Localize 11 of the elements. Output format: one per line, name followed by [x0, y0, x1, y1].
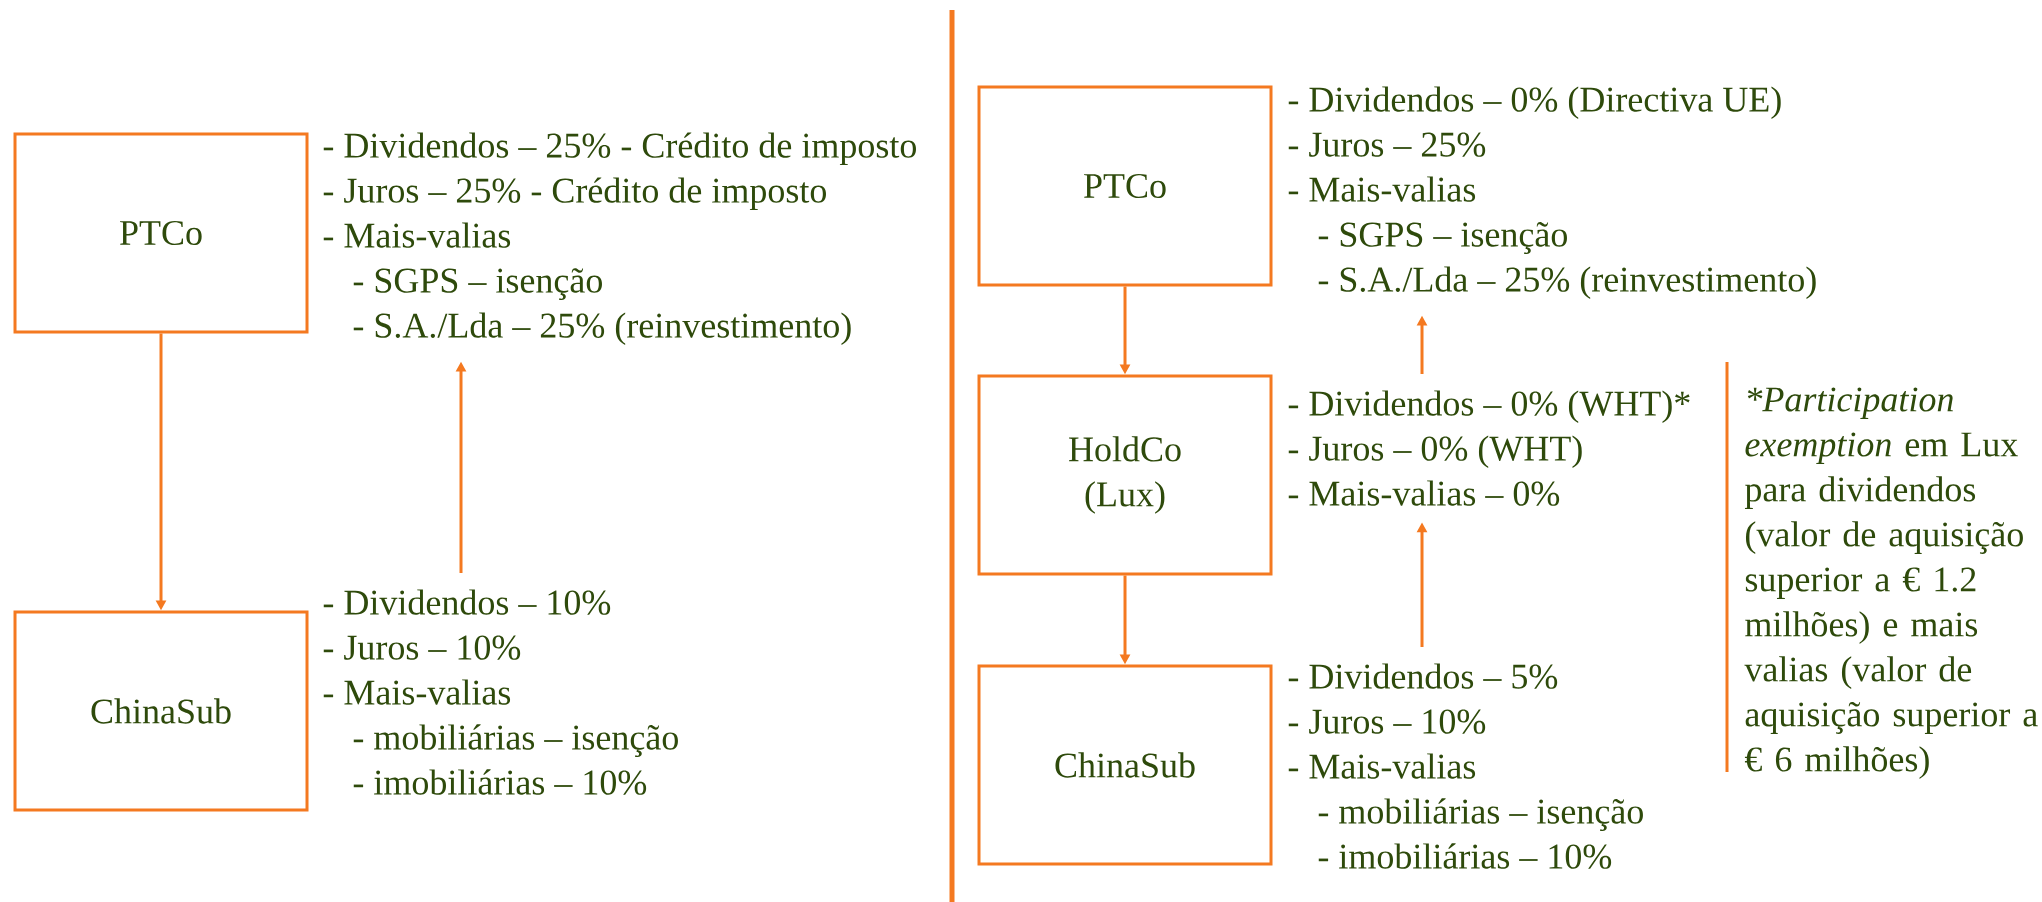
tax-list: - Dividendos – 0% (WHT)* - Juros – 0% (WHT) - Mais-valias – 0%	[1288, 390, 1690, 506]
tax-list: - Dividendos – 25% - Crédito de imposto - Juros – 25% - Crédito de imposto - Mais-valias - SGPS – isenção - S.A./Lda – 25% (reinvestimento)	[323, 132, 916, 346]
company-box: PTCo	[13, 132, 309, 334]
tax-list: - Dividendos – 5% - Juros – 10% - Mais-valias - mobiliárias – isenção - imobiliárias – 10%	[1288, 663, 1643, 869]
tax-list: - Dividendos – 10% - Juros – 10% - Mais-valias - mobiliárias – isenção - imobiliárias – 10%	[323, 589, 678, 795]
company-box: ChinaSub	[977, 664, 1273, 866]
tax-list: - Dividendos – 0% (Directiva UE) - Juros – 25% - Mais-valias - SGPS – isenção - S.A./Lda – 25% (reinvestimento)	[1288, 86, 1816, 300]
footnote: *Participation exemption em Lux para dividendos (valor de aquisição superior a € 1.2 milhões) e mais valias (valor de aquisição superior a € 6 milhões)	[1744, 387, 2038, 779]
company-box: ChinaSub	[13, 610, 309, 812]
company-box: PTCo	[977, 85, 1273, 287]
company-box: HoldCo (Lux)	[977, 374, 1273, 576]
